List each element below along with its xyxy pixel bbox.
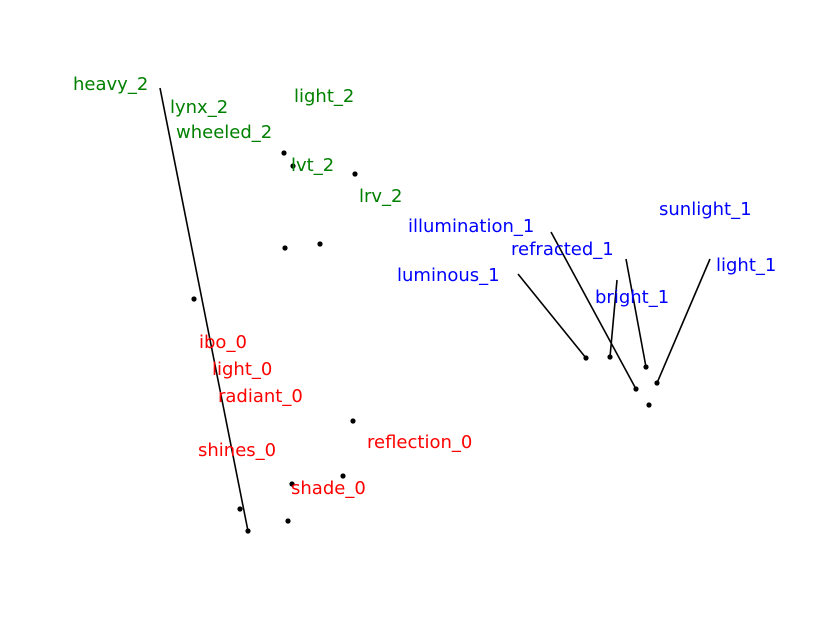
point-reflection-0 xyxy=(352,171,358,177)
leader-lines xyxy=(159,87,711,532)
leader-line-light-1 xyxy=(656,258,711,384)
label-lvt-2: lvt_2 xyxy=(291,155,334,176)
label-bright-1: bright_1 xyxy=(595,287,669,308)
point-shade-0 xyxy=(281,150,287,156)
data-points xyxy=(191,150,660,534)
point-sunlight-1 xyxy=(646,402,652,408)
label-light-2: light_2 xyxy=(294,86,354,107)
label-light-1: light_1 xyxy=(716,255,776,276)
label-shines-0: shines_0 xyxy=(198,440,276,461)
point-heavy-2 xyxy=(245,528,251,534)
label-radiant-0: radiant_0 xyxy=(218,386,303,407)
point-illumination-1 xyxy=(633,386,639,392)
point-bright-1 xyxy=(607,354,613,360)
leader-line-refracted-1 xyxy=(625,258,647,368)
point-light-2 xyxy=(285,518,291,524)
label-reflection-0: reflection_0 xyxy=(367,432,472,453)
label-luminous-1: luminous_1 xyxy=(397,265,500,286)
label-lrv-2: lrv_2 xyxy=(359,186,403,207)
point-radiant-0 xyxy=(317,241,323,247)
point-labels: heavy_2 light_2 lynx_2 wheeled_2 lvt_2 lrv_2s… xyxy=(73,74,776,499)
label-wheeled-2: wheeled_2 xyxy=(176,122,272,143)
leader-line-heavy-2 xyxy=(159,87,249,532)
label-illumination-1: illumination_1 xyxy=(408,216,534,237)
point-refracted-1 xyxy=(643,364,649,370)
point-lvt-2 xyxy=(340,473,346,479)
point-light-1 xyxy=(654,380,660,386)
leader-line-bright-1 xyxy=(609,279,618,358)
point-ibo-0 xyxy=(191,296,197,302)
label-refracted-1: refracted_1 xyxy=(511,239,614,260)
leader-line-luminous-1 xyxy=(517,273,587,359)
point-lynx-2 xyxy=(237,506,243,512)
point-wheeled-2 xyxy=(289,481,295,487)
label-shade-0: shade_0 xyxy=(291,478,366,499)
label-sunlight-1: sunlight_1 xyxy=(659,199,752,220)
point-light-0 xyxy=(282,245,288,251)
point-luminous-1 xyxy=(583,355,589,361)
label-ibo-0: ibo_0 xyxy=(199,332,247,353)
label-heavy-2: heavy_2 xyxy=(73,74,148,95)
label-lynx-2: lynx_2 xyxy=(170,97,228,118)
point-lrv-2 xyxy=(350,418,356,424)
label-light-0: light_0 xyxy=(212,359,272,380)
point-shines-0 xyxy=(290,163,296,169)
leader-line-illumination-1 xyxy=(550,231,637,390)
